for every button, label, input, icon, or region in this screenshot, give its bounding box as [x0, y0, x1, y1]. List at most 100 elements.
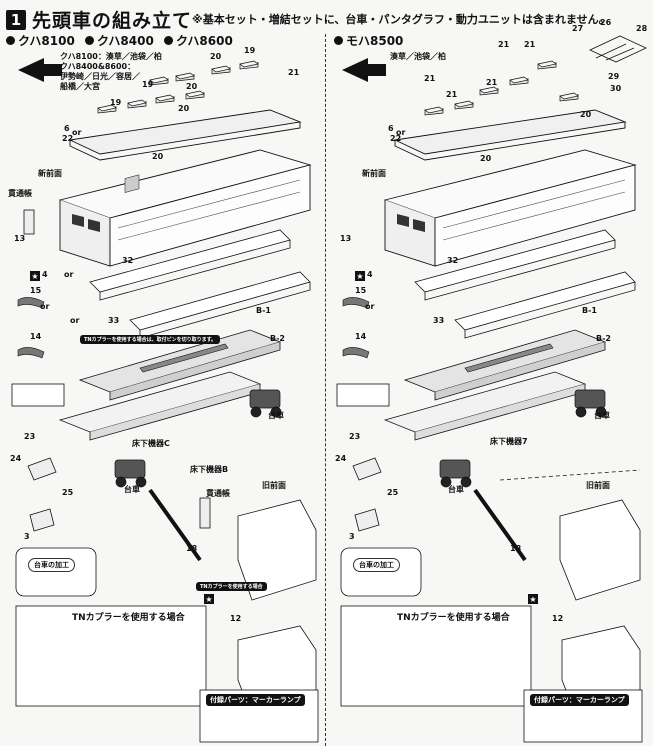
part-number: 3: [24, 532, 30, 541]
part-number: 19: [110, 98, 122, 107]
part-number: 26: [600, 18, 612, 27]
label-new-front-left: 新前面: [38, 169, 62, 178]
bullet-icon: [6, 36, 15, 45]
direction-arrow-icon: [342, 58, 386, 82]
or-label: or: [64, 270, 74, 279]
bullet-icon: [164, 36, 173, 45]
tn-note-left: TNカプラーを使用する場合は、取付ピンを切り取ります。: [80, 335, 221, 344]
part-number: 25: [387, 488, 399, 497]
part-number: B-2: [270, 334, 285, 343]
accessory-title-left: 付録パーツ：マーカーランプ: [206, 694, 305, 706]
part-number: 3: [349, 532, 355, 541]
part-number: 12: [552, 614, 564, 623]
part-number: 24: [335, 454, 347, 463]
part-number: 14: [30, 332, 42, 341]
part-number: 18: [510, 544, 522, 553]
part-number: 33: [108, 316, 120, 325]
part-number: 21: [524, 40, 536, 49]
label-bogie-right: 台車: [594, 411, 610, 420]
label-old-front-right: 旧前面: [586, 481, 610, 490]
part-number: 21: [486, 78, 498, 87]
bogie-work-title-left: 台車の加工: [28, 558, 75, 572]
part-number: 4: [367, 270, 373, 279]
part-number: 23: [24, 432, 36, 441]
part-number: 24: [10, 454, 22, 463]
left-model-list: クハ8100 クハ8400 クハ8600: [6, 32, 239, 49]
part-number: 27: [572, 24, 584, 33]
part-number: 21: [498, 40, 510, 49]
part-number: 32: [122, 256, 134, 265]
star-icon: ★: [30, 271, 40, 281]
part-number: 30: [610, 84, 622, 93]
part-number: 20: [210, 52, 222, 61]
label-underfloor-b: 床下機器B: [190, 465, 229, 474]
part-number: B-1: [256, 306, 271, 315]
part-number: 20: [480, 154, 492, 163]
label-bogie-left: 台車: [268, 411, 284, 420]
star-icon: ★: [355, 271, 365, 281]
part-number: 28: [636, 24, 648, 33]
label-old-front-left: 旧前面: [262, 481, 286, 490]
part-number: 12: [230, 614, 242, 623]
model-item: クハ8400: [85, 32, 154, 49]
label-bogie-left-2: 台車: [124, 485, 140, 494]
accessory-title-right: 付録パーツ：マーカーランプ: [530, 694, 629, 706]
right-model-list: モハ8500: [334, 32, 409, 49]
or-label: or: [70, 316, 80, 325]
part-number: 20: [186, 82, 198, 91]
part-number: 23: [349, 432, 361, 441]
bullet-icon: [334, 36, 343, 45]
label-through-door: 貫通帳: [8, 189, 32, 198]
part-number: 13: [14, 234, 26, 243]
part-number: 32: [447, 256, 459, 265]
left-destinations: クハ8100：湊草／池袋／柏 クハ8400&8600： 伊勢崎／日光／容居／ 船…: [60, 52, 162, 91]
part-number: 20: [152, 152, 164, 161]
part-number: 25: [62, 488, 74, 497]
part-number: 22: [390, 134, 402, 143]
tn-coupler-title-right: TNカプラーを使用する場合: [397, 613, 510, 623]
part-number: 19: [142, 80, 154, 89]
part-number: 18: [186, 544, 198, 553]
or-label: or: [365, 302, 375, 311]
part-number: 33: [433, 316, 445, 325]
part-number: 15: [30, 286, 42, 295]
right-destinations: 湊草／池袋／柏: [390, 52, 446, 61]
part-number: 6: [64, 124, 70, 133]
tn-note-left-2: TNカプラーを使用する場合: [196, 582, 267, 591]
label-bogie-right-2: 台車: [448, 485, 464, 494]
part-number: 14: [355, 332, 367, 341]
part-number: 20: [178, 104, 190, 113]
part-number: 6: [388, 124, 394, 133]
tn-coupler-title-left: TNカプラーを使用する場合: [72, 613, 185, 623]
part-number: B-1: [582, 306, 597, 315]
header-note: ※基本セット・増結セットに、台車・パンタグラフ・動力ユニットは含まれません。: [192, 13, 610, 26]
step-number-badge: 1: [6, 9, 26, 30]
part-number: 20: [580, 110, 592, 119]
label-through-door-2: 貫通帳: [206, 489, 230, 498]
star-icon: ★: [528, 594, 538, 604]
label-underfloor-c: 床下機器C: [132, 439, 170, 448]
or-label: or: [40, 302, 50, 311]
label-underfloor-7: 床下機器7: [490, 437, 528, 446]
part-number: 21: [446, 90, 458, 99]
part-number: 19: [244, 46, 256, 55]
model-item: クハ8600: [164, 32, 233, 49]
panel-divider: [325, 34, 326, 746]
star-icon: ★: [204, 594, 214, 604]
part-number: 29: [608, 72, 620, 81]
bullet-icon: [85, 36, 94, 45]
step-header: 1 先頭車の組み立て: [6, 6, 192, 33]
bogie-work-title-right: 台車の加工: [353, 558, 400, 572]
part-number: 22: [62, 134, 74, 143]
part-number: 21: [288, 68, 300, 77]
part-number: 15: [355, 286, 367, 295]
label-new-front-right: 新前面: [362, 169, 386, 178]
page-title: 先頭車の組み立て: [32, 10, 193, 32]
part-number: 13: [340, 234, 352, 243]
model-item: クハ8100: [6, 32, 75, 49]
part-number: 21: [424, 74, 436, 83]
direction-arrow-icon: [18, 58, 62, 82]
model-item: モハ8500: [334, 32, 403, 49]
